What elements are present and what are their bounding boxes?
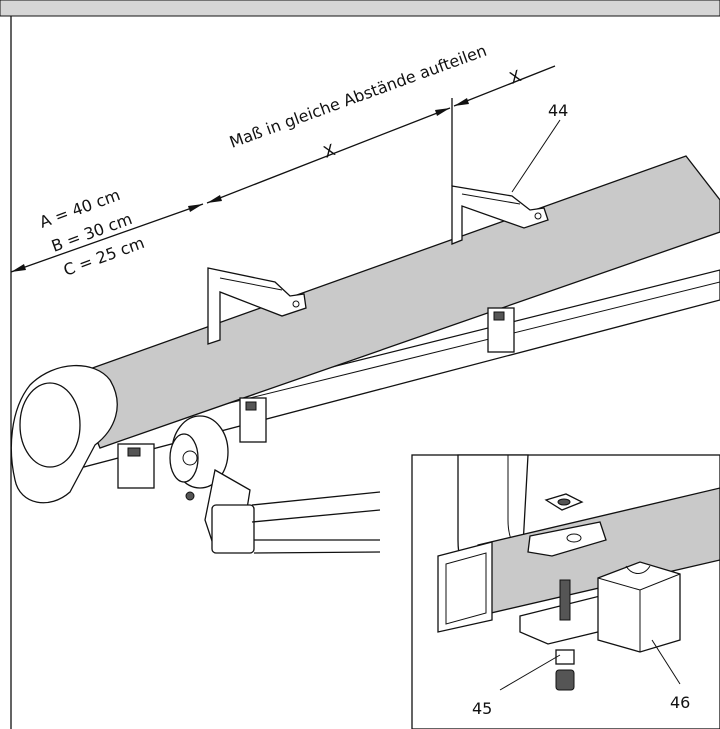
callout-leader-45 — [499, 654, 561, 691]
awning-arm — [251, 491, 381, 554]
callout-leader-46 — [651, 639, 681, 685]
callout-45-label: 45 — [472, 699, 492, 718]
tube-clamp-middle — [239, 397, 267, 443]
awning-cassette — [10, 155, 720, 504]
tube-clamp-left — [117, 443, 155, 489]
bracket-right — [451, 185, 549, 245]
dimension-lines — [10, 65, 556, 273]
callout-leader-44 — [511, 119, 561, 193]
spacing-x-middle-label: X — [321, 140, 338, 162]
callout-46-label: 46 — [670, 693, 690, 712]
arm-joint — [169, 415, 255, 554]
callout-44-label: 44 — [548, 101, 568, 120]
spacing-instruction-label: Maß in gleiche Abstände aufteilen — [227, 41, 489, 152]
detail-inset — [411, 454, 720, 729]
top-border-strip — [0, 0, 720, 17]
tube-clamp-right — [487, 307, 515, 353]
bracket-middle — [207, 267, 307, 345]
